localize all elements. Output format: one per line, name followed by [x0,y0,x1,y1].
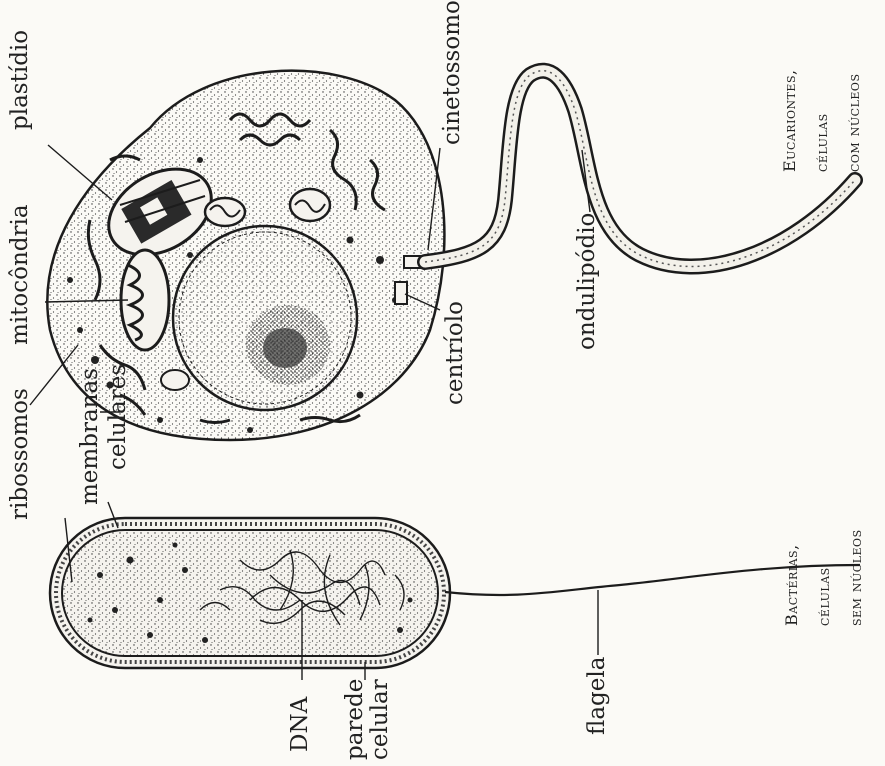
label-ondulipodio: ondulipódio [575,213,600,350]
caption-eukaryote-line2: células [811,113,833,172]
label-centriolo: centríolo [443,301,468,405]
caption-bacteria-line2: células [813,567,835,626]
label-celular: celular [368,679,393,760]
mitochondrion [121,250,169,350]
label-dna: DNA [288,697,313,752]
label-flagela: flagela [585,657,610,735]
bacterial-cell [50,518,450,668]
label-cinetossomo: cinetossomo [440,0,465,145]
caption-bacteria-line1: Bactérias, [781,544,803,626]
caption-eukaryote-line3: com núcleos [843,74,865,172]
label-plastidio: plastídio [8,30,33,130]
label-celulares: celulares [106,364,131,470]
nucleus [173,226,357,410]
caption-bacteria-line3: sem núcleos [845,529,867,626]
label-membranas: membranas [78,368,103,505]
label-mitocondria: mitocôndria [8,204,33,345]
caption-eukaryote-line1: Eucariontes, [779,69,801,172]
centriole [395,282,407,304]
label-parede: parede [343,679,368,760]
label-ribossomos: ribossomos [8,388,33,520]
